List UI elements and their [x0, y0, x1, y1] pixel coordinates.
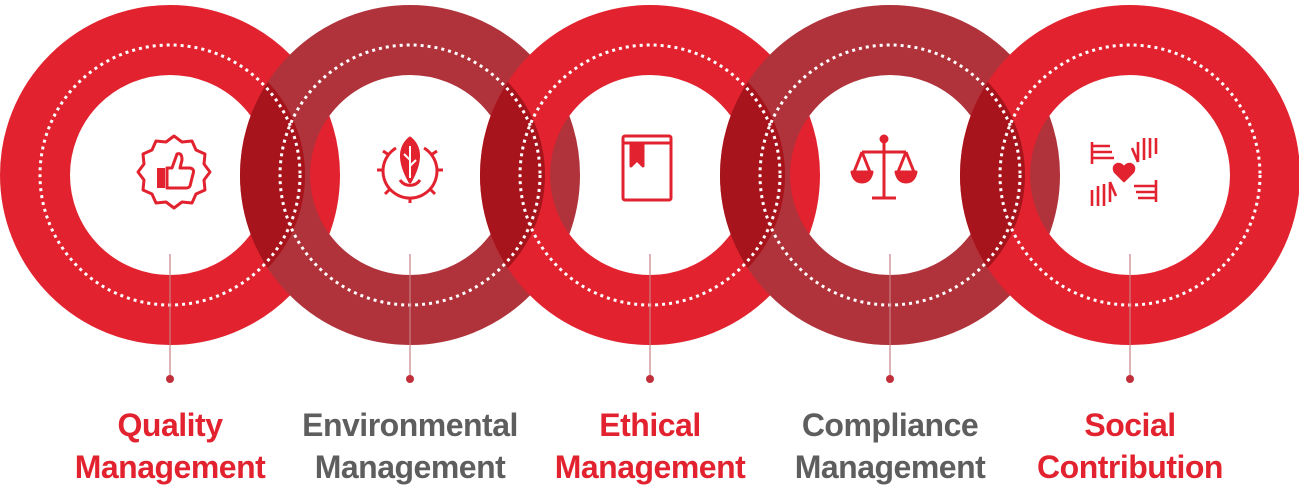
- label-line: Quality: [117, 407, 223, 443]
- label-line: Contribution: [1037, 449, 1223, 485]
- label-social-contribution: Social Contribution: [1010, 404, 1250, 488]
- leaf-gear-icon: [377, 136, 443, 203]
- leader-lines: [166, 254, 1134, 383]
- label-line: Management: [314, 449, 506, 485]
- hands-heart-icon: [1090, 138, 1158, 206]
- ring-overlaps: [240, 40, 1025, 310]
- label-ethical-management: Ethical Management: [530, 404, 770, 488]
- balance-scale-icon: [850, 134, 918, 200]
- thumbs-up-badge-icon: [136, 134, 212, 210]
- label-compliance-management: Compliance Management: [770, 404, 1010, 488]
- label-environmental-management: Environmental Management: [290, 404, 530, 488]
- label-line: Environmental: [302, 407, 518, 443]
- label-line: Ethical: [599, 407, 701, 443]
- label-line: Management: [794, 449, 986, 485]
- label-line: Social: [1084, 407, 1176, 443]
- label-line: Management: [554, 449, 746, 485]
- label-quality-management: Quality Management: [50, 404, 290, 488]
- label-line: Management: [74, 449, 266, 485]
- label-line: Compliance: [801, 407, 979, 443]
- bookmarked-book-icon: [621, 134, 673, 202]
